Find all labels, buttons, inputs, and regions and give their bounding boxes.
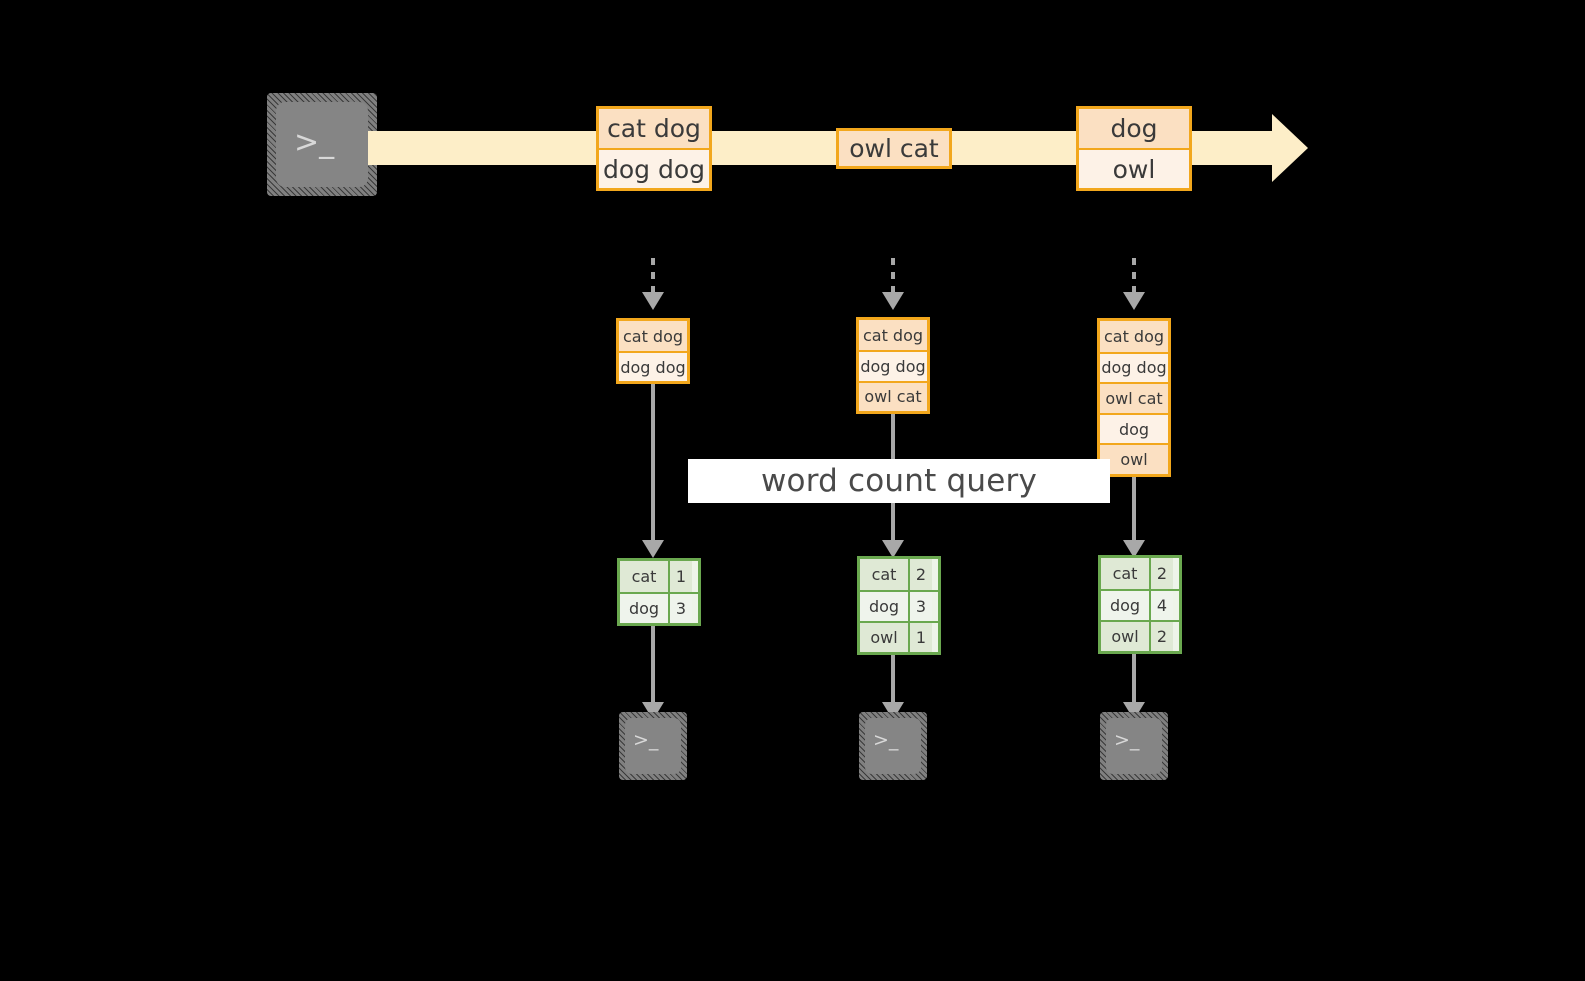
result-row: dog 3 — [860, 590, 938, 621]
ingest-arrow-t3 — [1114, 258, 1154, 310]
terminal-prompt-text: >_ — [633, 729, 659, 751]
output-arrow-t1 — [633, 626, 673, 722]
ingest-arrow-t1 — [633, 258, 673, 310]
accumulated-line: owl — [1100, 443, 1168, 474]
result-row: cat 1 — [620, 561, 698, 592]
result-word: dog — [860, 592, 908, 621]
result-word: cat — [620, 561, 668, 592]
accumulated-line: dog — [1100, 412, 1168, 444]
result-word: dog — [1101, 591, 1149, 620]
result-word: cat — [1101, 558, 1149, 589]
accumulated-line: cat dog — [619, 321, 687, 351]
result-word: dog — [620, 594, 668, 623]
accumulated-line: owl cat — [1100, 382, 1168, 413]
result-word: cat — [860, 559, 908, 590]
result-count: 3 — [668, 594, 692, 623]
arrow-head-icon — [1123, 540, 1145, 558]
accumulated-line: dog dog — [859, 350, 927, 381]
arrow-head-icon — [642, 292, 664, 310]
result-word: owl — [860, 623, 908, 652]
terminal-screen: >_ — [625, 718, 681, 774]
accumulated-line: cat dog — [859, 320, 927, 351]
stream-event-box: dog owl — [1076, 106, 1192, 191]
stream-event-line: dog — [1079, 109, 1189, 149]
result-count: 4 — [1149, 591, 1173, 620]
accumulated-line: cat dog — [1100, 321, 1168, 352]
result-table-t3: cat 2 dog 4 owl 2 — [1098, 555, 1182, 654]
query-label: word count query — [688, 459, 1110, 503]
accumulated-box-t1: cat dog dog dog — [616, 318, 690, 384]
result-table-t1: cat 1 dog 3 — [617, 558, 701, 626]
result-row: cat 2 — [860, 559, 938, 590]
result-row: owl 2 — [1101, 620, 1179, 651]
stream-event-box: owl cat — [836, 128, 952, 169]
result-row: cat 2 — [1101, 558, 1179, 589]
stream-event-line: cat dog — [599, 109, 709, 149]
stream-event-line: owl cat — [839, 131, 949, 166]
stream-event-box: cat dog dog dog — [596, 106, 712, 191]
arrow-shaft — [1132, 258, 1136, 294]
accumulated-box-t2: cat dog dog dog owl cat — [856, 317, 930, 414]
arrow-shaft — [651, 626, 655, 706]
query-arrow-t3 — [1114, 477, 1154, 560]
result-count: 2 — [1149, 622, 1173, 651]
arrow-shaft — [1132, 654, 1136, 706]
result-count: 1 — [908, 623, 932, 652]
sink-terminal-icon-t3: >_ — [1100, 712, 1168, 780]
arrow-head-icon — [642, 540, 664, 558]
terminal-screen: >_ — [865, 718, 921, 774]
arrow-shaft — [651, 384, 655, 544]
ingest-arrow-t2 — [873, 258, 913, 310]
result-word: owl — [1101, 622, 1149, 651]
arrow-head-icon — [1123, 292, 1145, 310]
stream-event-line: dog dog — [599, 148, 709, 188]
terminal-screen: >_ — [276, 102, 368, 187]
stream-event-line: owl — [1079, 148, 1189, 188]
sink-terminal-icon-t2: >_ — [859, 712, 927, 780]
result-row: owl 1 — [860, 621, 938, 652]
query-label-text: word count query — [760, 463, 1038, 499]
result-table-t2: cat 2 dog 3 owl 1 — [857, 556, 941, 655]
result-count: 1 — [668, 561, 692, 592]
result-count: 2 — [908, 559, 932, 590]
arrow-shaft — [651, 258, 655, 294]
terminal-prompt-text: >_ — [873, 729, 899, 751]
terminal-prompt-text: >_ — [1114, 729, 1140, 751]
terminal-prompt-text: >_ — [294, 125, 335, 160]
result-count: 2 — [1149, 558, 1173, 589]
result-row: dog 4 — [1101, 589, 1179, 620]
terminal-screen: >_ — [1106, 718, 1162, 774]
accumulated-line: dog dog — [619, 351, 687, 381]
event-stream-arrowhead-icon — [1272, 114, 1308, 182]
accumulated-line: dog dog — [1100, 351, 1168, 383]
result-count: 3 — [908, 592, 932, 621]
result-row: dog 3 — [620, 592, 698, 623]
arrow-shaft — [891, 655, 895, 706]
accumulated-box-t3: cat dog dog dog owl cat dog owl — [1097, 318, 1171, 477]
query-arrow-t1 — [633, 384, 673, 560]
accumulated-line: owl cat — [859, 380, 927, 411]
source-terminal-icon: >_ — [267, 93, 377, 196]
arrow-head-icon — [882, 540, 904, 558]
arrow-shaft — [1132, 477, 1136, 544]
arrow-head-icon — [882, 292, 904, 310]
sink-terminal-icon-t1: >_ — [619, 712, 687, 780]
arrow-shaft — [891, 258, 895, 294]
